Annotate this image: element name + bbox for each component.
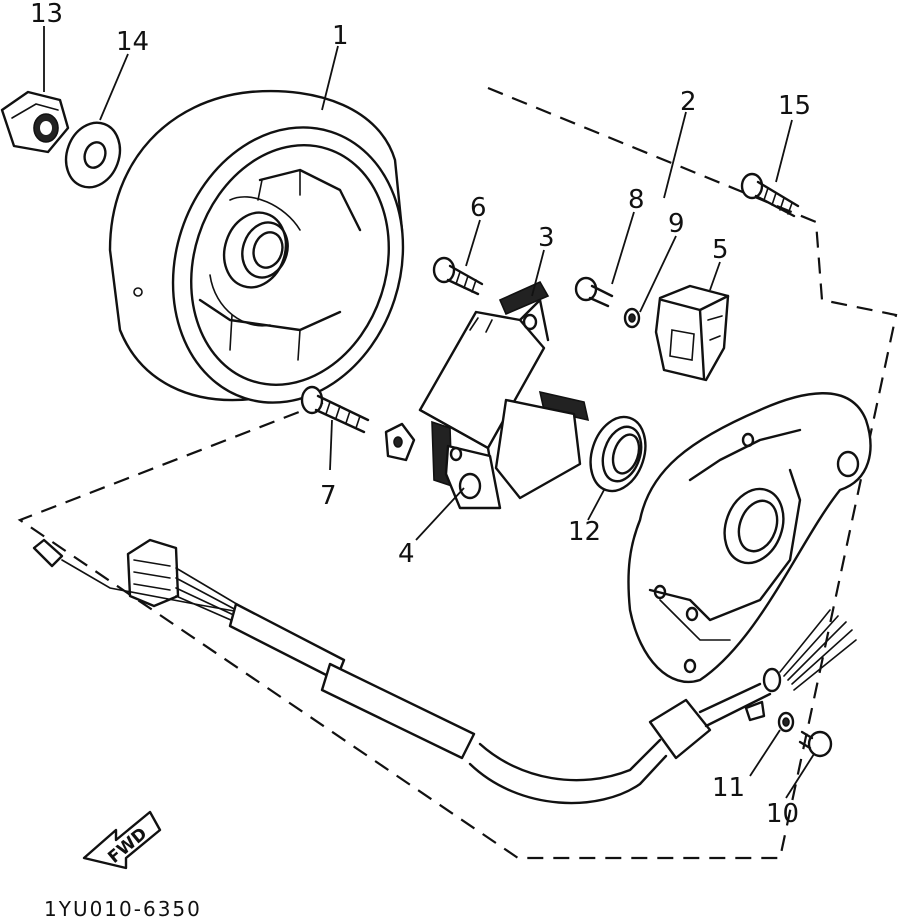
nut-part (0, 90, 70, 154)
drawing-code: 1YU010-6350 (44, 897, 202, 919)
callout-12: 12 (568, 517, 601, 547)
callout-15: 15 (778, 91, 811, 121)
screw-part-6 (432, 256, 484, 296)
brush-holder-part (654, 284, 730, 382)
callout-13: 13 (30, 0, 63, 29)
wire-harness-part (32, 538, 857, 805)
flywheel-rotor-part (108, 89, 405, 404)
callout-14: 14 (116, 27, 149, 57)
leader-lines (43, 26, 815, 799)
callout-10: 10 (766, 799, 799, 829)
callout-4: 4 (398, 539, 415, 569)
screw-part-15 (740, 172, 800, 218)
screw-part-8 (574, 276, 614, 308)
screw-part-7 (300, 385, 370, 434)
callout-5: 5 (712, 235, 729, 265)
callout-6: 6 (470, 193, 487, 223)
washer-part-14 (64, 121, 122, 189)
oil-seal-part (589, 415, 647, 493)
stator-plate-part (627, 392, 872, 683)
callout-1: 1 (332, 21, 349, 51)
washer-part-9 (623, 307, 641, 329)
source-coil-part (418, 280, 550, 462)
callout-8: 8 (628, 185, 645, 215)
callout-9: 9 (668, 209, 685, 239)
assembly-boundary (17, 86, 898, 860)
washer-part-11 (777, 711, 795, 733)
callout-7: 7 (320, 481, 337, 511)
screw-part-10 (798, 730, 833, 758)
forward-arrow-icon: FWD (82, 810, 162, 870)
pulser-coil-part (384, 390, 590, 510)
callout-11: 11 (712, 773, 745, 803)
callout-2: 2 (680, 87, 697, 117)
callout-3: 3 (538, 223, 555, 253)
